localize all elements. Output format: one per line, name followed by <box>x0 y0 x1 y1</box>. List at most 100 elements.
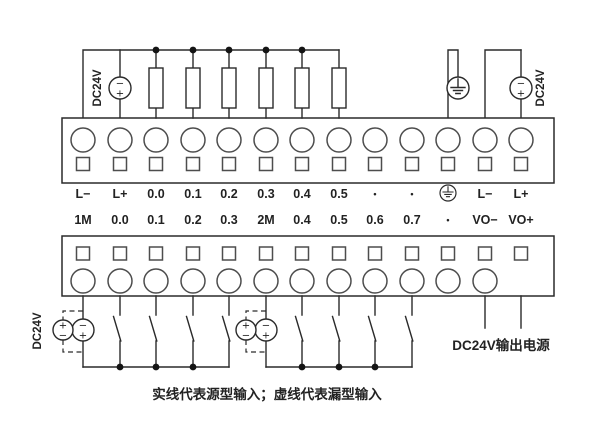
terminal-label-row1: 0.0 <box>147 187 164 201</box>
terminal-label-row2: 1M <box>74 213 91 227</box>
junction-dot <box>189 46 197 54</box>
junction-dot <box>152 46 160 54</box>
terminal-square <box>477 246 493 261</box>
dc24v-label: DC24V <box>32 312 44 349</box>
dc24v-source-icon <box>509 76 533 100</box>
terminal-square <box>148 246 164 261</box>
input-switch <box>404 295 414 368</box>
terminal-square <box>404 156 420 172</box>
terminal-square <box>221 156 237 172</box>
terminal-screw <box>253 268 279 294</box>
terminal-label-row1: 0.3 <box>257 187 274 201</box>
terminal-label-row2: 0.2 <box>184 213 201 227</box>
polarity-sign: − <box>79 321 87 332</box>
polarity-sign: + <box>242 321 250 332</box>
polarity-sign: + <box>59 321 67 332</box>
terminal-square <box>331 156 347 172</box>
terminal-square <box>440 246 456 261</box>
diagram-caption: 实线代表源型输入；虚线代表漏型输入 <box>152 386 382 403</box>
terminal-label-row2: 0.1 <box>147 213 164 227</box>
polarity-sign: − <box>242 331 250 342</box>
terminal-label-row1: • <box>373 189 376 199</box>
generated-terminals: L−1ML+0.00.00.10.10.20.20.30.32M0.40.40.… <box>70 46 534 371</box>
terminal-label-row1: L+ <box>113 187 128 201</box>
terminal-square <box>221 246 237 261</box>
terminal-screw <box>143 268 169 294</box>
terminal-label-row2: 2M <box>257 213 274 227</box>
input-switch <box>112 295 122 368</box>
terminal-label-row2: 0.3 <box>220 213 237 227</box>
terminal-screw <box>70 127 96 153</box>
sink-type-dashed-wire <box>245 310 266 353</box>
terminal-square <box>513 246 529 261</box>
terminal-screw <box>289 127 315 153</box>
dc24v-label: DC24V <box>92 69 104 106</box>
terminal-label-row1: L− <box>76 187 91 201</box>
dc24v-label: DC24V <box>535 69 547 106</box>
terminal-square <box>185 156 201 172</box>
dc24v-source-alt-icon <box>235 319 257 341</box>
load-resistor <box>148 67 164 109</box>
polarity-sign: + <box>116 89 124 100</box>
terminal-screw <box>180 127 206 153</box>
terminal-screw <box>435 127 461 153</box>
terminal-screw <box>399 127 425 153</box>
terminal-label-row1: 0.1 <box>184 187 201 201</box>
input-switch <box>185 295 195 368</box>
junction-dot <box>116 363 124 371</box>
terminal-square <box>294 156 310 172</box>
terminal-screw <box>435 268 461 294</box>
terminal-square <box>112 156 128 172</box>
terminal-label-row1: L+ <box>514 187 529 201</box>
terminal-label-row1: • <box>410 189 413 199</box>
terminal-screw <box>289 268 315 294</box>
terminal-square <box>185 246 201 261</box>
terminal-screw <box>399 268 425 294</box>
terminal-screw <box>216 268 242 294</box>
terminal-label-row2: 0.7 <box>403 213 420 227</box>
terminal-screw <box>253 127 279 153</box>
polarity-sign: + <box>262 331 270 342</box>
input-switch <box>221 295 231 368</box>
terminal-label-row2: VO− <box>472 213 497 227</box>
top-right-ground-branch <box>446 49 470 119</box>
terminal-screw <box>472 127 498 153</box>
top-right-supply-circuit: − + DC24V <box>484 49 547 119</box>
terminal-label-row1: 0.5 <box>330 187 347 201</box>
top-left-supply-circuit: − + DC24V <box>82 49 340 119</box>
terminal-label-row2: 0.5 <box>330 213 347 227</box>
terminal-square <box>513 156 529 172</box>
terminal-label-row2: • <box>446 215 449 225</box>
terminal-screw <box>362 268 388 294</box>
terminal-square <box>440 156 456 172</box>
polarity-sign: + <box>517 89 525 100</box>
terminal-square <box>367 156 383 172</box>
junction-dot <box>298 46 306 54</box>
junction-dot <box>371 363 379 371</box>
terminal-square <box>75 246 91 261</box>
polarity-sign: − <box>517 79 525 90</box>
load-resistor <box>221 67 237 109</box>
input-switch <box>148 295 158 368</box>
terminal-screw <box>180 268 206 294</box>
terminal-square <box>404 246 420 261</box>
terminal-screw <box>362 127 388 153</box>
dc24v-source-alt-icon <box>52 319 74 341</box>
terminal-screw <box>143 127 169 153</box>
supply-loop-wire <box>484 49 522 119</box>
junction-dot <box>225 46 233 54</box>
terminal-label-row1: 0.2 <box>220 187 237 201</box>
load-resistor <box>294 67 310 109</box>
terminal-square <box>112 246 128 261</box>
terminal-square <box>148 156 164 172</box>
terminal-screw <box>508 127 534 153</box>
earth-glyph <box>450 78 466 95</box>
ground-terminal-label-icon <box>439 184 457 202</box>
input-group2-supply: − + + − <box>235 295 413 368</box>
terminal-label-row1: 0.4 <box>293 187 310 201</box>
polarity-sign: − <box>116 79 124 90</box>
input-switch <box>294 295 304 368</box>
top-supply-bus <box>82 49 340 119</box>
terminal-screw <box>216 127 242 153</box>
terminal-label-row2: 0.4 <box>293 213 310 227</box>
